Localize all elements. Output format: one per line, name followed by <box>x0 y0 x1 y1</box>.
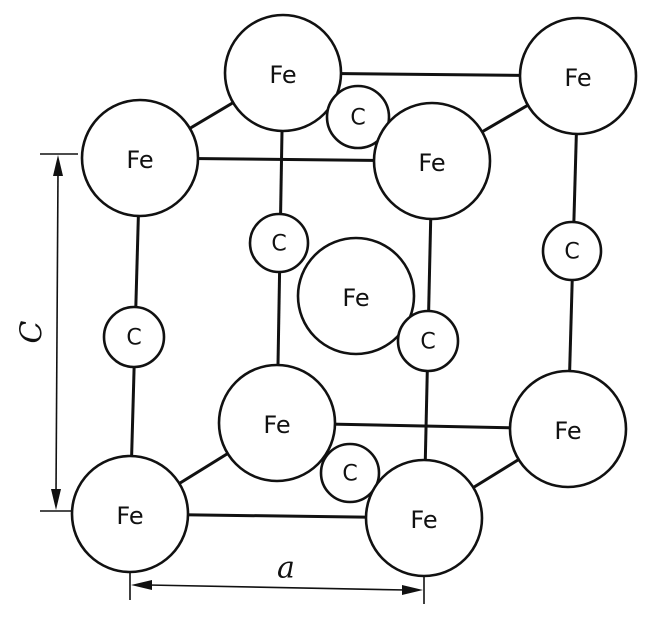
fe-atom: Fe <box>223 13 343 133</box>
atom-label: C <box>350 106 365 131</box>
atom-label: Fe <box>410 506 437 534</box>
arrowhead-right <box>402 585 423 595</box>
fe-atom: Fe <box>518 16 638 136</box>
atom-label: Fe <box>564 64 591 92</box>
dimension-a: a <box>129 551 425 604</box>
fe-atom: Fe <box>508 369 628 489</box>
fe-atom: Fe <box>364 458 484 578</box>
dimension-label-a: a <box>277 551 295 586</box>
arrowhead-left <box>131 580 152 590</box>
atom-label: Fe <box>418 149 445 177</box>
c-atom: C <box>325 84 391 150</box>
fe-atom: Fe <box>217 363 337 483</box>
atom-label: C <box>564 240 579 265</box>
arrowhead-up <box>53 155 63 176</box>
fe-atom: Fe <box>70 454 190 574</box>
fe-atom: Fe <box>296 236 416 356</box>
atom-label: C <box>342 462 357 487</box>
dimension-c: C <box>15 153 78 512</box>
atom-label: Fe <box>342 284 369 312</box>
fe-atom: Fe <box>80 98 200 218</box>
c-atom: C <box>541 220 603 282</box>
c-atom: C <box>102 305 166 369</box>
atom-label: Fe <box>263 411 290 439</box>
arrowhead-down <box>51 489 61 510</box>
atom-label: Fe <box>116 502 143 530</box>
fe-atom: Fe <box>372 101 492 221</box>
atom-label: C <box>126 326 141 351</box>
atom-label: Fe <box>126 146 153 174</box>
atom-label: Fe <box>269 61 296 89</box>
c-atom: C <box>248 212 310 274</box>
c-atom: C <box>396 309 460 373</box>
dimension-label-c: C <box>15 320 50 343</box>
c-atom: C <box>319 442 381 504</box>
atom-label: Fe <box>554 417 581 445</box>
atom-label: C <box>271 232 286 257</box>
atom-label: C <box>420 330 435 355</box>
